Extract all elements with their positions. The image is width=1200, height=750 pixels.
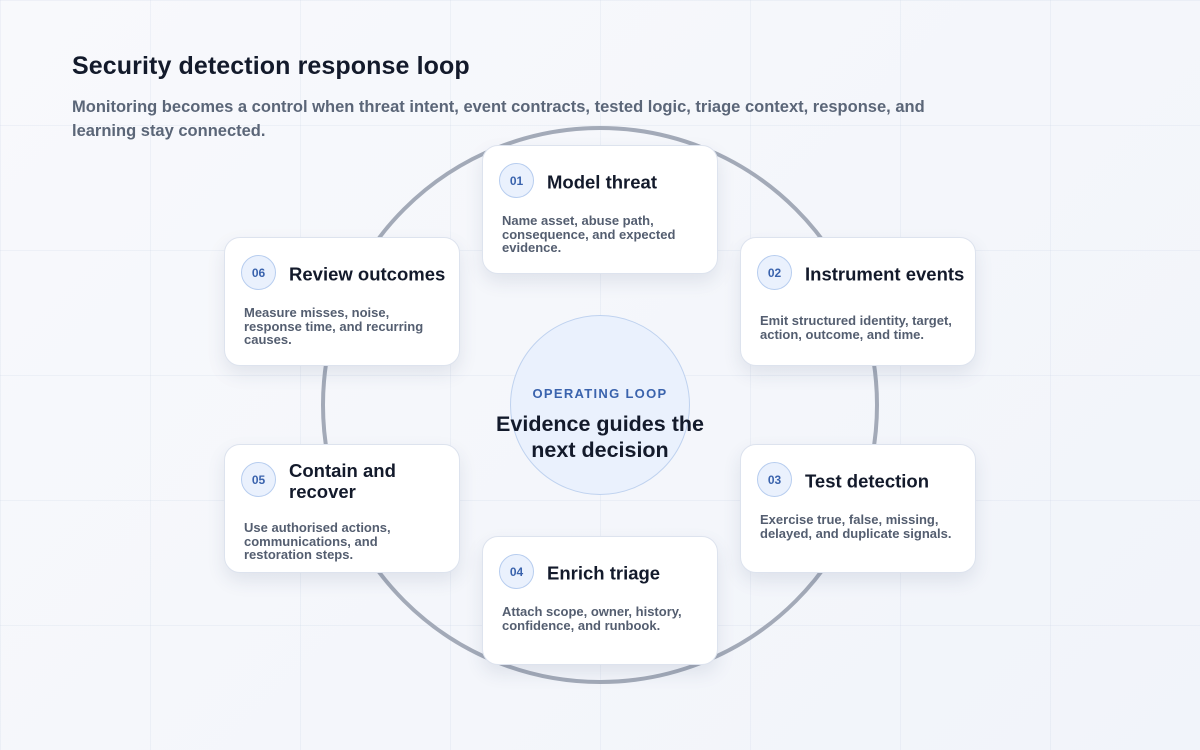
step-card-instrument-events[interactable]: 02 Instrument events Emit structured ide… [740, 237, 976, 366]
step-description: Measure misses, noise, response time, an… [244, 305, 424, 347]
step-description: Use authorised actions, communications, … [244, 520, 391, 562]
center-text: Evidence guides the next decision [496, 412, 704, 462]
step-card-test-detection[interactable]: 03 Test detection Exercise true, false, … [740, 444, 976, 573]
step-number-badge: 06 [241, 255, 276, 290]
step-card-model-threat[interactable]: 01 Model threat Name asset, abuse path, … [482, 145, 718, 274]
operating-loop-center: OPERATING LOOP Evidence guides the next … [496, 315, 704, 495]
step-description: Attach scope, owner, history, confidence… [502, 604, 682, 633]
step-card-contain-and-recover[interactable]: 05 Contain and recover Use authorised ac… [224, 444, 460, 573]
header: Security detection response loop Monitor… [72, 52, 932, 143]
step-description: Exercise true, false, missing, delayed, … [760, 512, 952, 541]
step-title: Test detection [805, 470, 930, 492]
step-description: Emit structured identity, target, action… [760, 313, 952, 342]
step-title: Instrument events [805, 263, 965, 285]
page-title: Security detection response loop [72, 52, 470, 80]
step-card-enrich-triage[interactable]: 04 Enrich triage Attach scope, owner, hi… [482, 536, 718, 665]
step-card-review-outcomes[interactable]: 06 Review outcomes Measure misses, noise… [224, 237, 460, 366]
step-number-badge: 03 [757, 462, 792, 497]
loop-ring-circle [321, 126, 879, 684]
step-number-badge: 01 [499, 163, 534, 198]
step-number-badge: 04 [499, 554, 534, 589]
step-title: Review outcomes [289, 263, 446, 285]
step-number-badge: 05 [241, 462, 276, 497]
center-kicker: OPERATING LOOP [532, 386, 668, 401]
step-title: Model threat [547, 171, 657, 193]
step-number-badge: 02 [757, 255, 792, 290]
step-title: Contain and recover [289, 460, 396, 502]
step-title: Enrich triage [547, 562, 661, 584]
step-description: Name asset, abuse path, consequence, and… [502, 213, 676, 255]
page-subtitle: Monitoring becomes a control when threat… [72, 98, 925, 140]
